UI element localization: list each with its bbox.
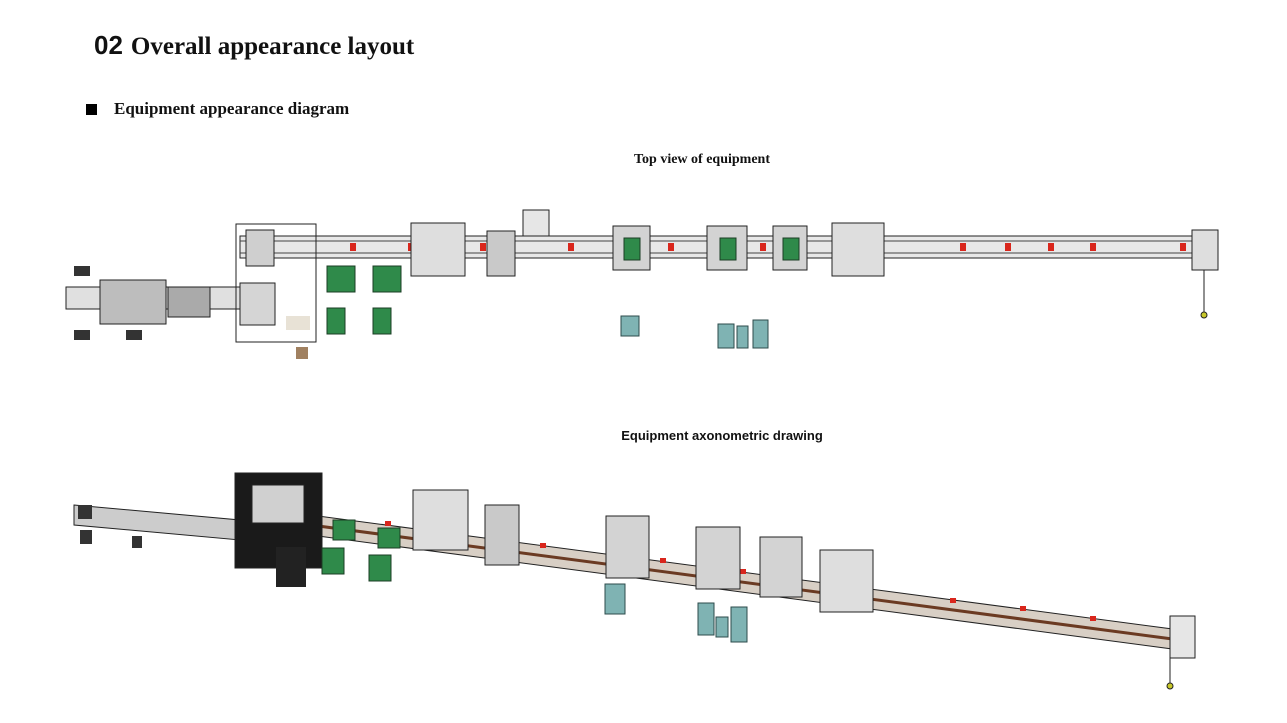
top-view-caption: Top view of equipment	[633, 152, 770, 167]
top-view-teal-cabinets	[620, 315, 769, 349]
section-number: 02	[94, 30, 123, 60]
top-view-peripherals	[74, 266, 310, 359]
page-title-text: Overall appearance layout	[130, 33, 415, 60]
section-heading-label: Equipment appearance diagram	[114, 99, 350, 118]
axo-peripherals	[78, 505, 306, 587]
axo-red-markers	[385, 521, 1096, 621]
page-title: 02 Overall appearance layout	[94, 30, 414, 61]
axo-green-modules	[321, 519, 401, 582]
axo-stations	[234, 472, 1196, 690]
section-heading: Equipment appearance diagram	[86, 99, 349, 119]
top-view-green-modules	[326, 237, 800, 335]
bullet-square-icon	[86, 103, 97, 115]
axo-teal-cabinets	[604, 583, 748, 643]
axonometric-caption: Equipment axonometric drawing	[621, 428, 823, 443]
